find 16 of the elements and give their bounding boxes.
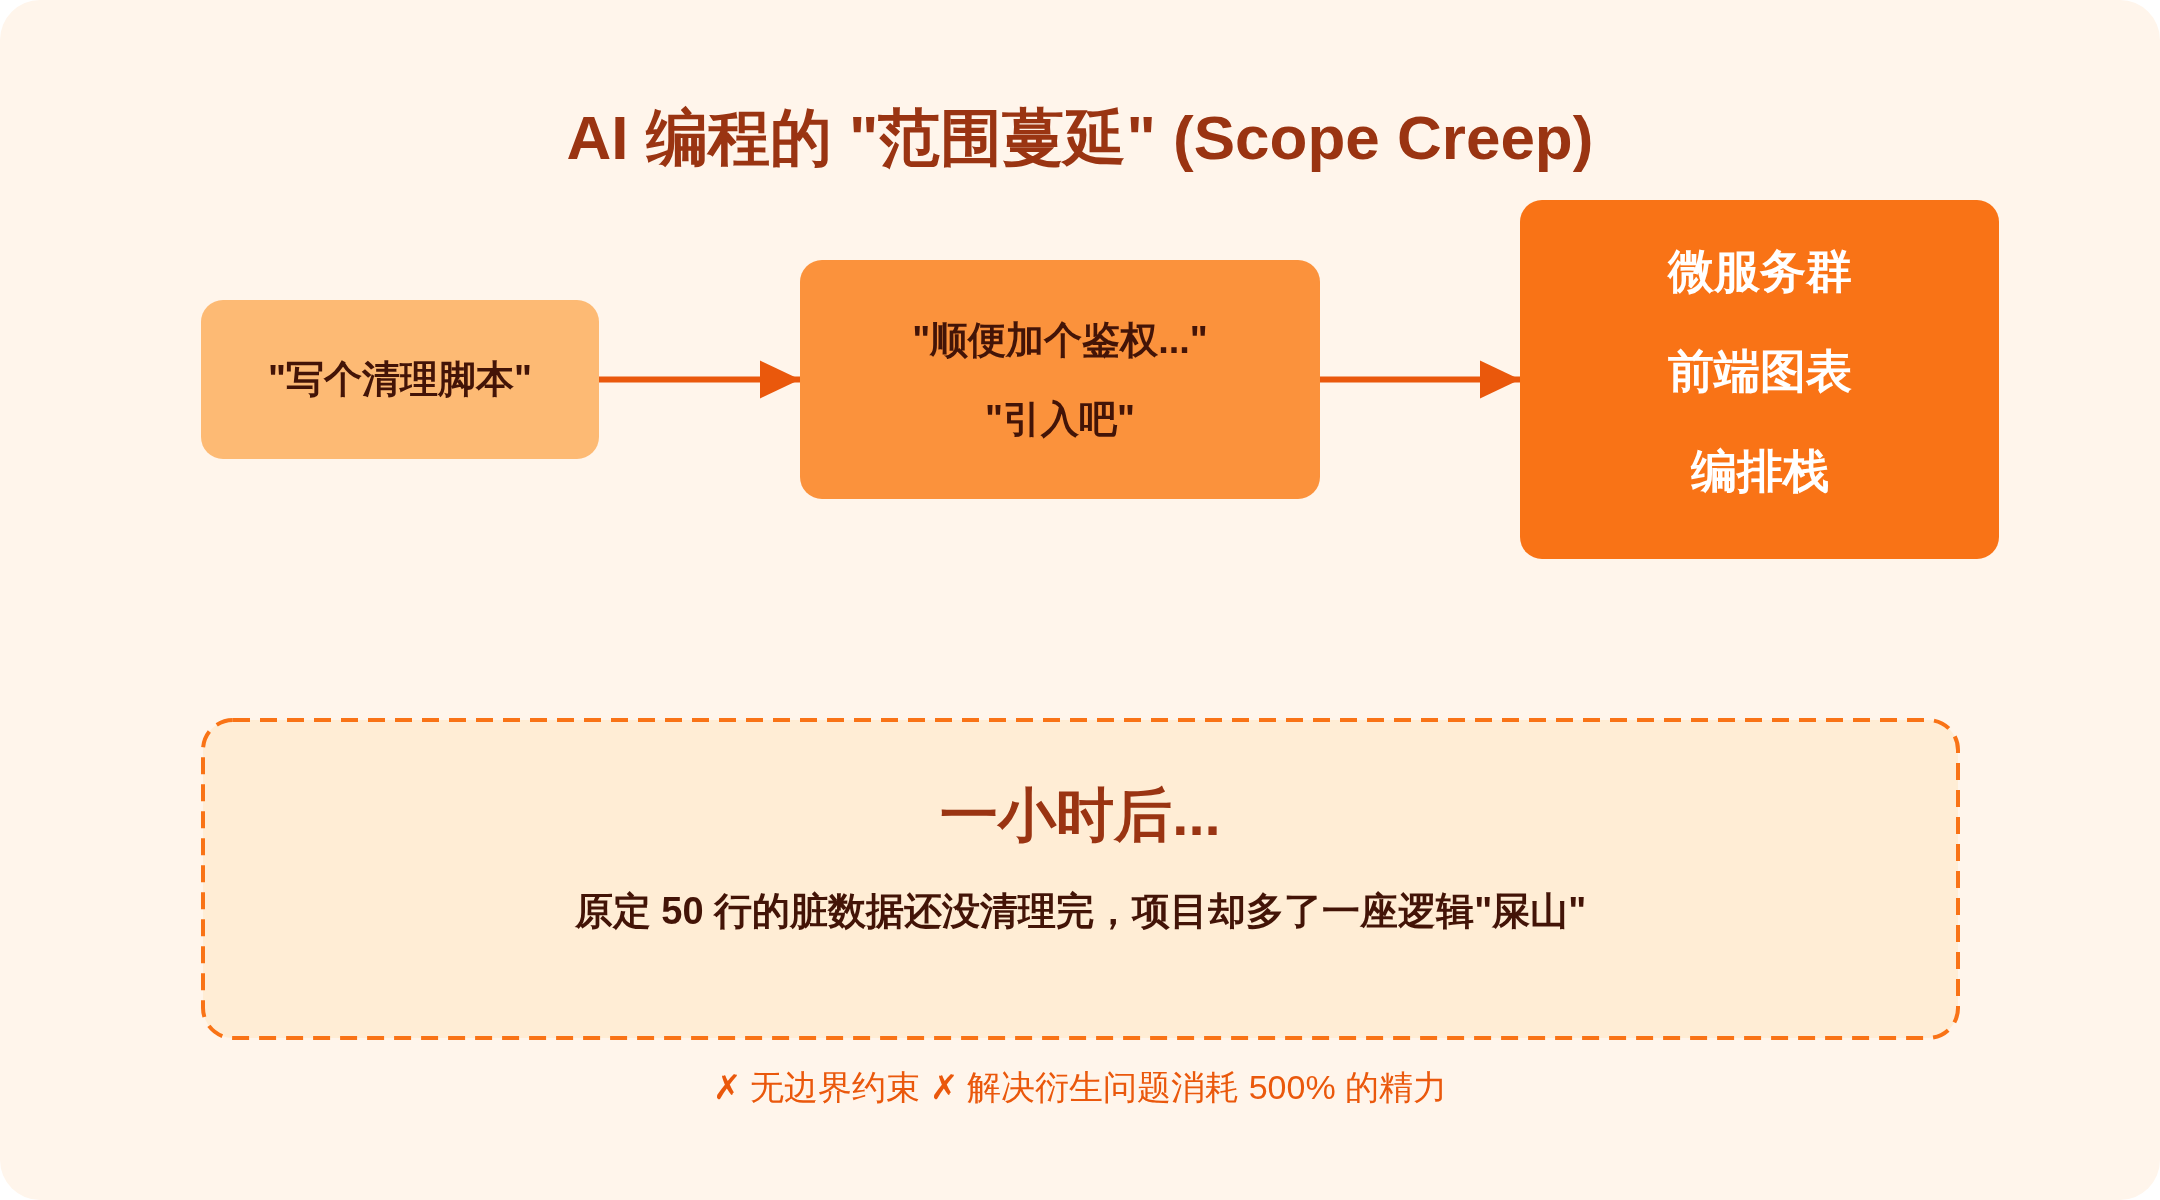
- footer-note: ✗ 无边界约束 ✗ 解决衍生问题消耗 500% 的精力: [712, 1067, 1448, 1108]
- box-text: "顺便加个鉴权...": [912, 317, 1208, 363]
- note-heading: 一小时后...: [940, 781, 1221, 849]
- process-box: [1520, 200, 1999, 559]
- arrow: [599, 360, 800, 399]
- note-box: [201, 718, 1960, 1040]
- note-text: 原定 50 行的脏数据还没清理完，项目却多了一座逻辑"屎山": [574, 889, 1587, 934]
- process-box: [800, 260, 1320, 499]
- title: AI 编程的 "范围蔓延" (Scope Creep): [566, 102, 1594, 174]
- arrow: [1320, 360, 1520, 399]
- box-text: 微服务群: [1667, 244, 1852, 299]
- box-text: "引入吧": [984, 396, 1135, 442]
- box-text: 编排栈: [1690, 444, 1829, 499]
- box-text: 前端图表: [1667, 344, 1852, 399]
- process-box: [201, 300, 599, 459]
- box-text: "写个清理脚本": [267, 357, 532, 402]
